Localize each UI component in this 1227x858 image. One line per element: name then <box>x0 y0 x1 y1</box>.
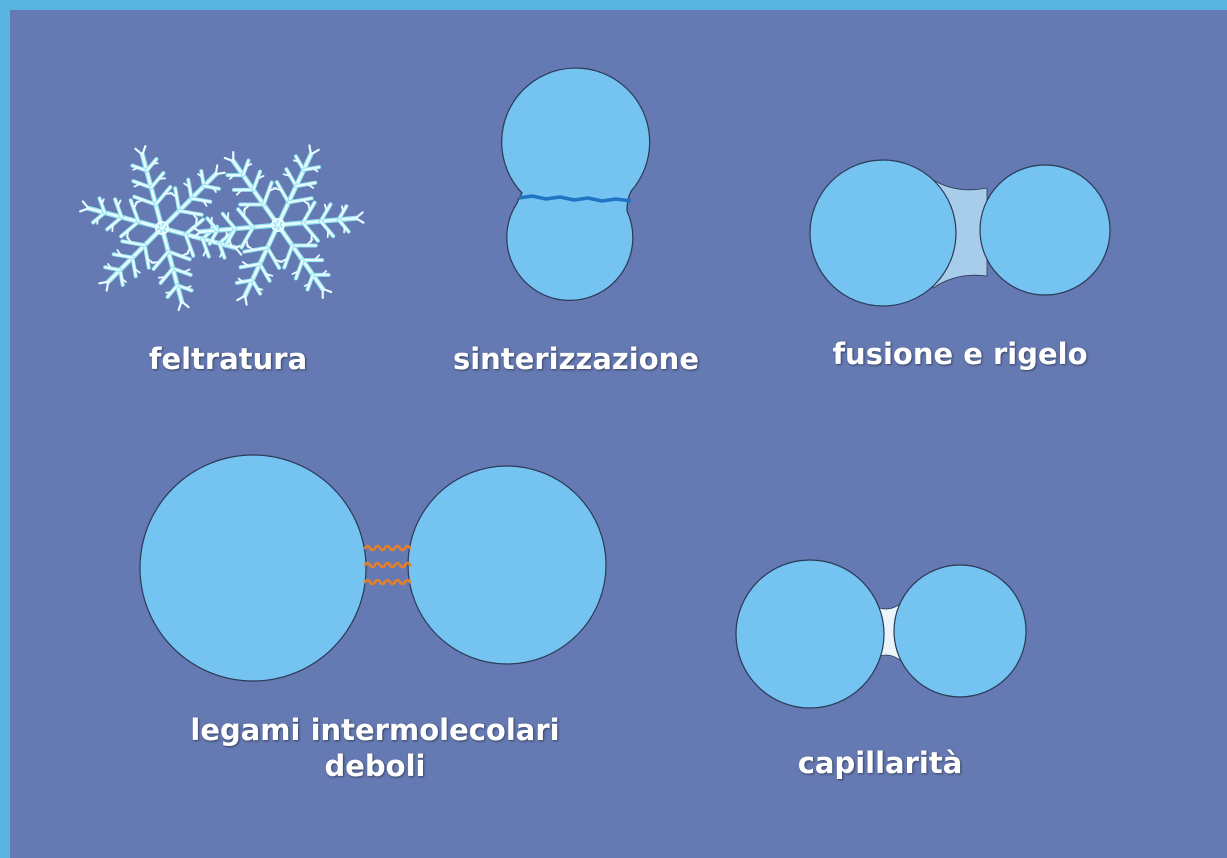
felting-illustration <box>79 144 365 311</box>
label-weak-bonds-line-1: legami intermolecolari <box>190 713 560 747</box>
grain-right <box>407 465 607 665</box>
label-felting: feltratura <box>148 342 308 376</box>
snowflake-icon <box>79 145 245 311</box>
grain-left <box>735 559 885 709</box>
weak-bonds-illustration <box>139 454 607 682</box>
melt-refreeze-illustration <box>809 159 1111 307</box>
label-sintering: sinterizzazione <box>452 342 699 376</box>
bond-wave <box>363 561 412 569</box>
grain-left <box>139 454 367 682</box>
label-weak-bonds-line-2: deboli <box>324 749 426 783</box>
diagram-canvas <box>79 67 1111 709</box>
grain-right <box>979 164 1111 296</box>
label-melt-refreeze: fusione e rigelo <box>832 337 1088 371</box>
sinter-bond-line <box>518 194 632 203</box>
bond-wave <box>363 578 412 586</box>
grain-left <box>809 159 957 307</box>
label-weak-bonds: legami intermolecolari deboli <box>160 712 590 784</box>
intermolecular-bonds <box>363 544 412 586</box>
sintered-grain-pair <box>501 67 651 301</box>
capillarity-illustration <box>735 559 1027 709</box>
diagram-background: feltratura sinterizzazione fusione e rig… <box>10 10 1227 858</box>
snowflake-icon <box>191 144 365 306</box>
label-capillarity: capillarità <box>797 746 963 780</box>
sintering-illustration <box>501 67 651 301</box>
grain-right <box>893 564 1027 698</box>
bond-wave <box>363 544 412 552</box>
